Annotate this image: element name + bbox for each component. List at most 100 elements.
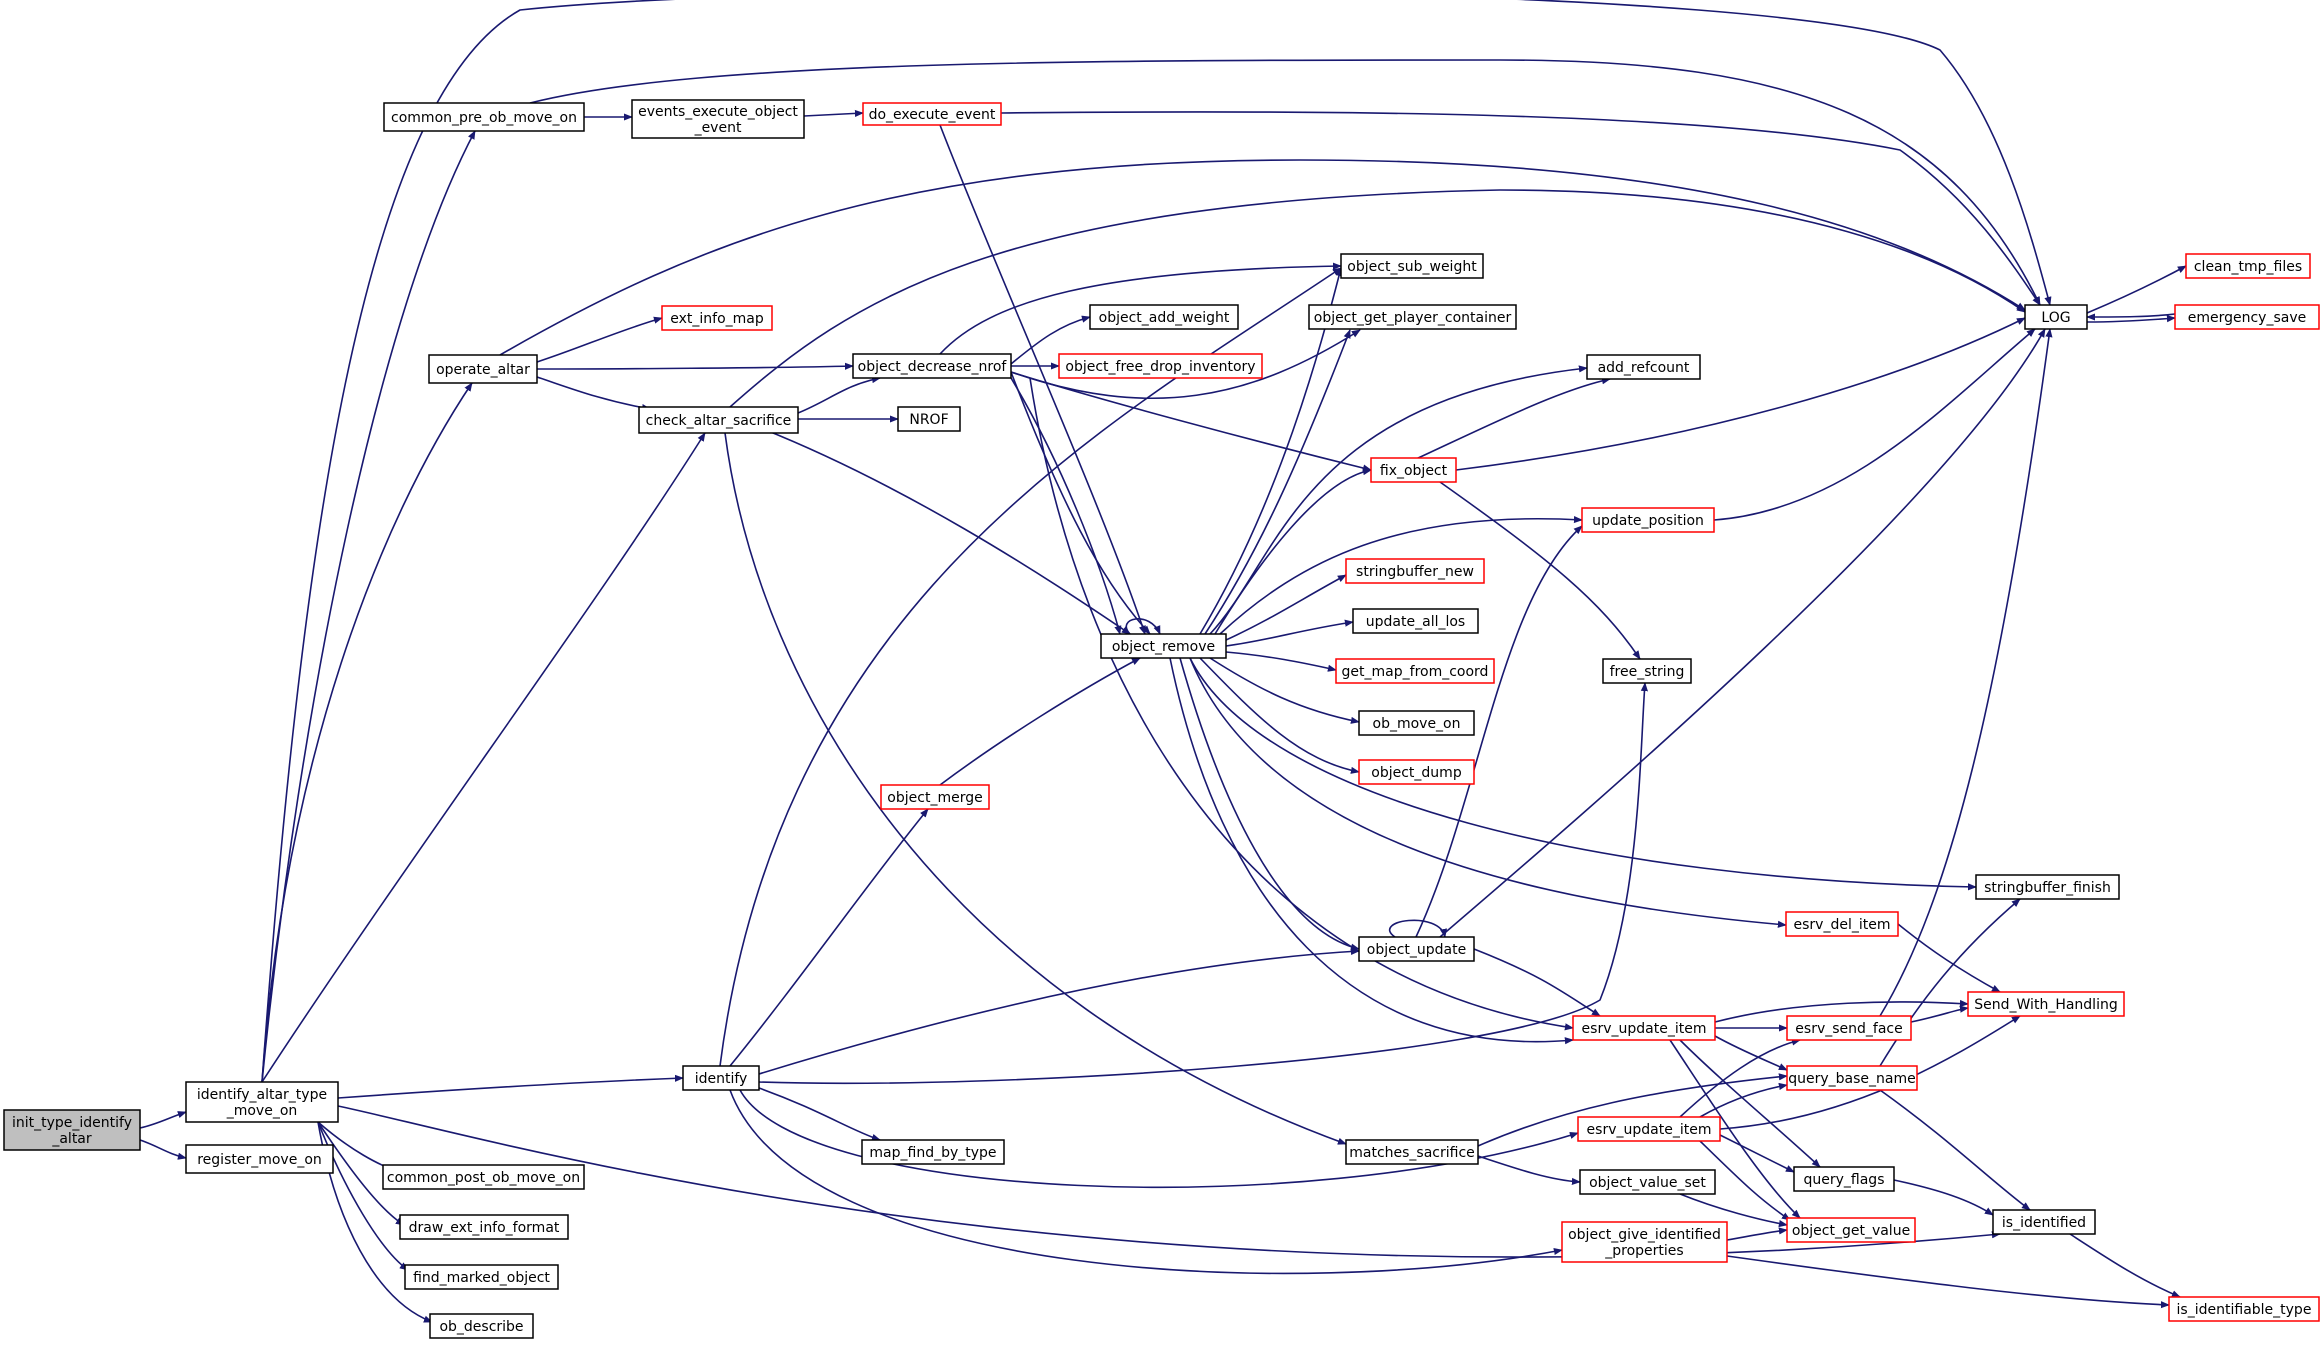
node-get-map-from-coord[interactable]: get_map_from_coord bbox=[1335, 658, 1495, 684]
node-object-free-drop-inventory[interactable]: object_free_drop_inventory bbox=[1058, 353, 1263, 379]
node-object-give-identified-properties[interactable]: object_give_identified_properties bbox=[1561, 1221, 1728, 1263]
node-update-position[interactable]: update_position bbox=[1581, 507, 1715, 533]
node-box bbox=[1785, 911, 1899, 937]
node-ob-move-on[interactable]: ob_move_on bbox=[1358, 710, 1475, 736]
node-object-decrease-nrof[interactable]: object_decrease_nrof bbox=[852, 353, 1012, 379]
node-label: identify_altar_type bbox=[197, 1087, 327, 1103]
node-fix-object[interactable]: fix_object bbox=[1370, 457, 1457, 483]
node-emergency-save[interactable]: emergency_save bbox=[2174, 304, 2320, 330]
node-is-identified[interactable]: is_identified bbox=[1992, 1209, 2096, 1235]
node-LOG[interactable]: LOG bbox=[2024, 304, 2088, 330]
call-edge bbox=[1199, 657, 1360, 774]
node-box bbox=[631, 99, 805, 139]
node-label: object_get_value bbox=[1792, 1223, 1910, 1239]
node-register-move-on[interactable]: register_move_on bbox=[185, 1144, 334, 1174]
node-stringbuffer-new[interactable]: stringbuffer_new bbox=[1345, 558, 1485, 584]
node-object-update[interactable]: object_update bbox=[1358, 936, 1475, 962]
node-label: get_map_from_coord bbox=[1342, 664, 1489, 680]
call-edge bbox=[261, 0, 2052, 1083]
node-ob-describe[interactable]: ob_describe bbox=[429, 1313, 534, 1339]
node-draw-ext-info-format[interactable]: draw_ext_info_format bbox=[399, 1214, 569, 1240]
nodes-layer: init_type_identify_altar identify_altar_t… bbox=[3, 99, 2320, 1339]
call-edge bbox=[1010, 377, 1122, 635]
node-box bbox=[2174, 304, 2320, 330]
call-edge bbox=[1455, 317, 2026, 471]
node-box bbox=[1967, 991, 2125, 1017]
call-edge bbox=[1477, 1155, 1581, 1186]
node-box bbox=[1345, 1139, 1479, 1165]
node-label: free_string bbox=[1610, 664, 1685, 680]
node-esrv-send-face[interactable]: esrv_send_face bbox=[1786, 1015, 1912, 1041]
node-esrv-update-item-2[interactable]: esrv_update_item bbox=[1577, 1116, 1721, 1142]
call-edge bbox=[1029, 377, 1574, 1031]
node-label: map_find_by_type bbox=[869, 1145, 996, 1161]
call-edge bbox=[1169, 657, 1574, 1045]
node-object-remove[interactable]: object_remove bbox=[1100, 633, 1227, 659]
node-object-dump[interactable]: object_dump bbox=[1358, 759, 1475, 785]
edges-layer bbox=[139, 0, 2187, 1323]
node-clean-tmp-files[interactable]: clean_tmp_files bbox=[2185, 253, 2311, 279]
node-object-get-value[interactable]: object_get_value bbox=[1786, 1217, 1916, 1243]
node-box bbox=[1975, 874, 2120, 900]
node-label: fix_object bbox=[1380, 463, 1448, 479]
node-box bbox=[1786, 1217, 1916, 1243]
node-NROF[interactable]: NROF bbox=[897, 406, 961, 432]
call-edge bbox=[1699, 1140, 1791, 1221]
node-find-marked-object[interactable]: find_marked_object bbox=[404, 1264, 559, 1290]
node-label: is_identified bbox=[2002, 1215, 2086, 1231]
node-update-all-los[interactable]: update_all_los bbox=[1352, 608, 1479, 634]
node-stringbuffer-finish[interactable]: stringbuffer_finish bbox=[1975, 874, 2120, 900]
node-common-post-ob-move-on[interactable]: common_post_ob_move_on bbox=[382, 1164, 585, 1190]
call-edge bbox=[2069, 1233, 2181, 1298]
node-label: _move_on bbox=[226, 1103, 298, 1119]
call-edge bbox=[2086, 265, 2187, 314]
node-is-identifiable-type[interactable]: is_identifiable_type bbox=[2168, 1296, 2320, 1322]
node-label: check_altar_sacrifice bbox=[646, 413, 792, 429]
node-label: object_free_drop_inventory bbox=[1065, 359, 1255, 375]
node-identify[interactable]: identify bbox=[682, 1065, 760, 1091]
node-Send-With-Handling[interactable]: Send_With_Handling bbox=[1967, 991, 2125, 1017]
node-box bbox=[2024, 304, 2088, 330]
node-object-sub-weight[interactable]: object_sub_weight bbox=[1340, 253, 1484, 279]
node-box bbox=[2168, 1296, 2320, 1322]
node-esrv-update-item-1[interactable]: esrv_update_item bbox=[1572, 1015, 1716, 1041]
node-add-refcount[interactable]: add_refcount bbox=[1586, 354, 1701, 380]
call-edge bbox=[939, 262, 1342, 355]
node-label: _properties bbox=[1604, 1243, 1683, 1259]
node-box bbox=[862, 102, 1002, 126]
node-object-get-player-container[interactable]: object_get_player_container bbox=[1308, 304, 1517, 330]
call-edge bbox=[1719, 1134, 1795, 1173]
node-events-execute-object-event[interactable]: events_execute_object_event bbox=[631, 99, 805, 139]
node-object-value-set[interactable]: object_value_set bbox=[1579, 1169, 1716, 1195]
node-label: do_execute_event bbox=[869, 107, 996, 123]
node-matches-sacrifice[interactable]: matches_sacrifice bbox=[1345, 1139, 1479, 1165]
node-common-pre-ob-move-on[interactable]: common_pre_ob_move_on bbox=[383, 102, 585, 132]
node-ext-info-map[interactable]: ext_info_map bbox=[661, 305, 773, 331]
call-edge bbox=[1726, 1227, 1788, 1241]
node-box bbox=[1579, 1169, 1716, 1195]
node-do-execute-event[interactable]: do_execute_event bbox=[862, 102, 1002, 126]
node-query-base-name[interactable]: query_base_name bbox=[1786, 1065, 1918, 1091]
node-label: object_get_player_container bbox=[1314, 310, 1512, 326]
node-query-flags[interactable]: query_flags bbox=[1793, 1166, 1895, 1192]
node-map-find-by-type[interactable]: map_find_by_type bbox=[861, 1139, 1005, 1165]
node-label: is_identifiable_type bbox=[2177, 1302, 2312, 1318]
node-root[interactable]: init_type_identify_altar bbox=[3, 1109, 141, 1151]
node-label: object_merge bbox=[887, 790, 982, 806]
node-box bbox=[880, 784, 990, 810]
node-free-string[interactable]: free_string bbox=[1602, 658, 1692, 684]
node-check-altar-sacrifice[interactable]: check_altar_sacrifice bbox=[638, 406, 799, 434]
node-label: common_pre_ob_move_on bbox=[391, 110, 577, 126]
node-esrv-del-item[interactable]: esrv_del_item bbox=[1785, 911, 1899, 937]
call-edge bbox=[1125, 618, 1161, 635]
call-edge bbox=[1415, 377, 1611, 460]
node-object-merge[interactable]: object_merge bbox=[880, 784, 990, 810]
call-edge bbox=[803, 109, 864, 118]
node-object-add-weight[interactable]: object_add_weight bbox=[1089, 304, 1239, 330]
call-edge bbox=[729, 1089, 1563, 1275]
call-edge bbox=[139, 1111, 187, 1129]
node-box bbox=[1358, 936, 1475, 962]
node-label: update_position bbox=[1592, 513, 1704, 529]
node-operate-altar[interactable]: operate_altar bbox=[428, 354, 538, 384]
node-identify-altar-type[interactable]: identify_altar_type_move_on bbox=[185, 1081, 339, 1123]
